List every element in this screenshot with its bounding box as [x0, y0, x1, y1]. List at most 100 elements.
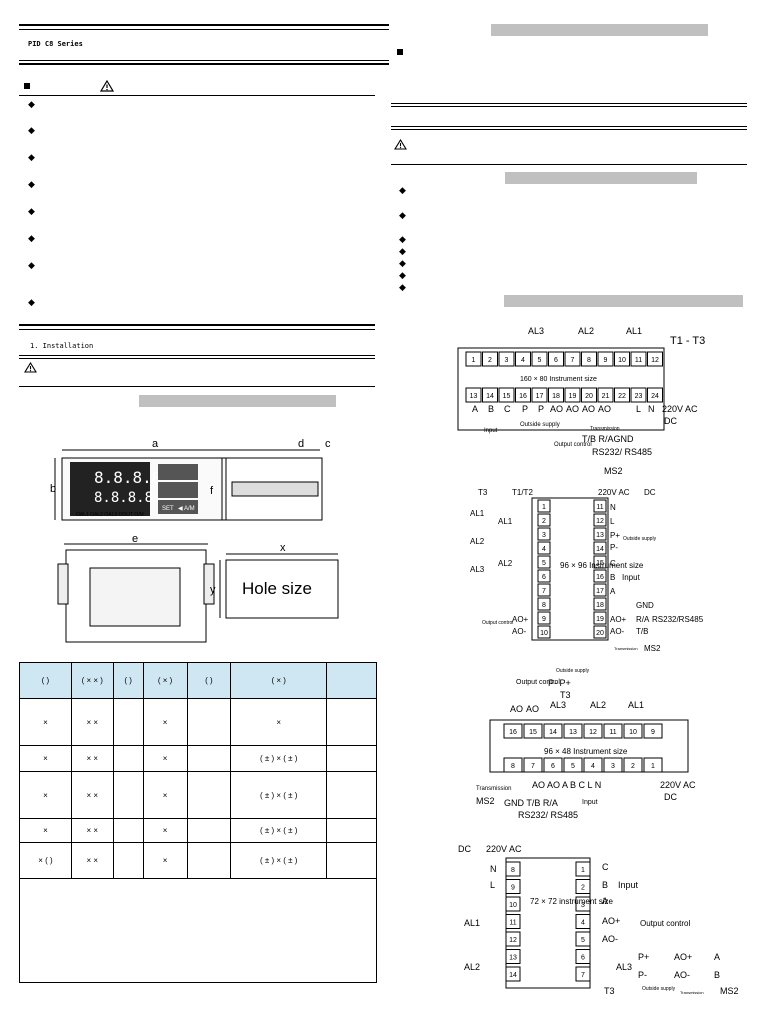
bullet-icon: ◆ [28, 180, 35, 190]
terminal-box [523, 723, 543, 739]
terminal-box [537, 527, 551, 541]
terminal-number: 12 [651, 357, 659, 364]
terminal-lbl: AO [566, 404, 579, 414]
table-cell [186, 818, 232, 843]
terminal-number: 10 [509, 902, 517, 909]
terminal-box [505, 914, 521, 929]
wiring-96x48-diagram: Outside supply P- P+ Output control T3 A… [476, 668, 696, 820]
outside-supply-label: Outside supply [556, 668, 590, 674]
terminal-number: 4 [521, 357, 525, 364]
dim-a: a [152, 438, 159, 450]
ao-minus-label: AO- [512, 627, 527, 636]
ao-plus-label: AO+ [512, 615, 529, 624]
n-label: N [610, 503, 616, 512]
table-header: ( × ) [230, 662, 328, 699]
tb-label: T/B [636, 627, 648, 636]
p-plus-label: P+ [638, 952, 649, 962]
table-cell [186, 745, 232, 772]
p-minus-label: P- [638, 970, 647, 980]
table-cell [326, 745, 377, 772]
terminal-box [647, 351, 663, 367]
terminal-box [564, 351, 581, 367]
table-header: ( × × ) [70, 662, 114, 699]
terminal-number: 16 [509, 729, 517, 736]
c-label: C [610, 559, 616, 568]
terminal-box [505, 879, 521, 894]
ms2-label: MS2 [720, 986, 739, 996]
t3-label: T3 [604, 986, 615, 996]
terminal-number: 24 [651, 393, 659, 400]
terminal-lbl: C [504, 404, 511, 414]
n-label: N [490, 864, 497, 874]
terminal-number: 8 [587, 357, 591, 364]
transmission-label: Transmission [614, 646, 638, 651]
terminal-box [515, 351, 531, 367]
terminal-lbl: AO [582, 404, 595, 414]
gray-heading-bar [491, 24, 708, 36]
terminal-number: 4 [591, 763, 595, 770]
table-cell: × [142, 745, 188, 772]
display-pv: 8.8.8.8 [94, 468, 161, 487]
table-row: × × × × × [19, 698, 377, 746]
terminal-number: 9 [511, 885, 515, 892]
terminal-number: 12 [509, 937, 517, 944]
bullet-icon: ◆ [28, 207, 35, 217]
terminal-box [505, 949, 521, 964]
terminal-box [465, 351, 482, 367]
ac-label: 220V AC [486, 844, 522, 854]
table-cell: ( ± ) × ( ± ) [230, 818, 328, 843]
bullet-icon: ◆ [399, 235, 406, 245]
bullet-icon: ◆ [28, 261, 35, 271]
terminal-number: 8 [511, 763, 515, 770]
terminal-box [614, 387, 630, 403]
terminal-number: 2 [631, 763, 635, 770]
terminal-number: 3 [581, 902, 585, 909]
terminal-number: 22 [618, 393, 626, 400]
terminal-number: 15 [596, 560, 604, 567]
terminal-number: 5 [581, 937, 585, 944]
ao-plus-label: AO+ [602, 916, 620, 926]
ac-label: 220V AC [598, 488, 630, 497]
al-label: AL1 [628, 700, 644, 710]
table-cell: × × [70, 842, 114, 879]
transmission-label: Transmission [590, 426, 620, 432]
rs-label: RS232/RS485 [652, 615, 704, 624]
b-label: B [610, 573, 615, 582]
tb-label: T/B R/AGND [582, 434, 634, 444]
terminal-number: 17 [596, 588, 604, 595]
terminal-box [537, 611, 551, 625]
key-set: SET [162, 506, 174, 512]
install-heading: 1. Installation [30, 342, 94, 350]
terminal-number: 20 [585, 393, 593, 400]
table-notes-row [19, 878, 377, 983]
p-label: P- P+ [548, 678, 571, 688]
terminal-number: 7 [531, 763, 535, 770]
spec-table: ( ) ( × × ) ( ) ( × ) ( ) ( × ) × × × × … [19, 662, 377, 983]
terminal-number: 9 [651, 729, 655, 736]
al-label: AL2 [578, 326, 594, 336]
terminal-number: 19 [569, 393, 577, 400]
dc-label: DC [644, 488, 656, 497]
terminal-number: 8 [511, 867, 515, 874]
terminal-box [537, 597, 551, 611]
terminal-box [505, 966, 521, 982]
terminal-number: 20 [596, 630, 604, 637]
terminal-box [548, 351, 564, 367]
bullet-icon: ◆ [28, 126, 35, 136]
instrument-size: 160 × 80 Instrument size [520, 376, 597, 383]
bullet-icon: ◆ [399, 283, 406, 293]
terminal-number: 12 [596, 518, 604, 525]
ao-label: AO [526, 704, 539, 714]
led-labels: OAL1 OAL2 OAL3 OOUT O/M [76, 512, 144, 518]
rule [391, 164, 747, 165]
terminal-number: 10 [540, 630, 548, 637]
table-cell [326, 698, 377, 746]
transmission-label: Transmission [680, 990, 704, 995]
terminal-number: 11 [509, 920, 516, 927]
a-label: A [610, 587, 616, 596]
rule [391, 126, 747, 127]
terminal-box [543, 723, 563, 739]
rule [19, 358, 375, 359]
